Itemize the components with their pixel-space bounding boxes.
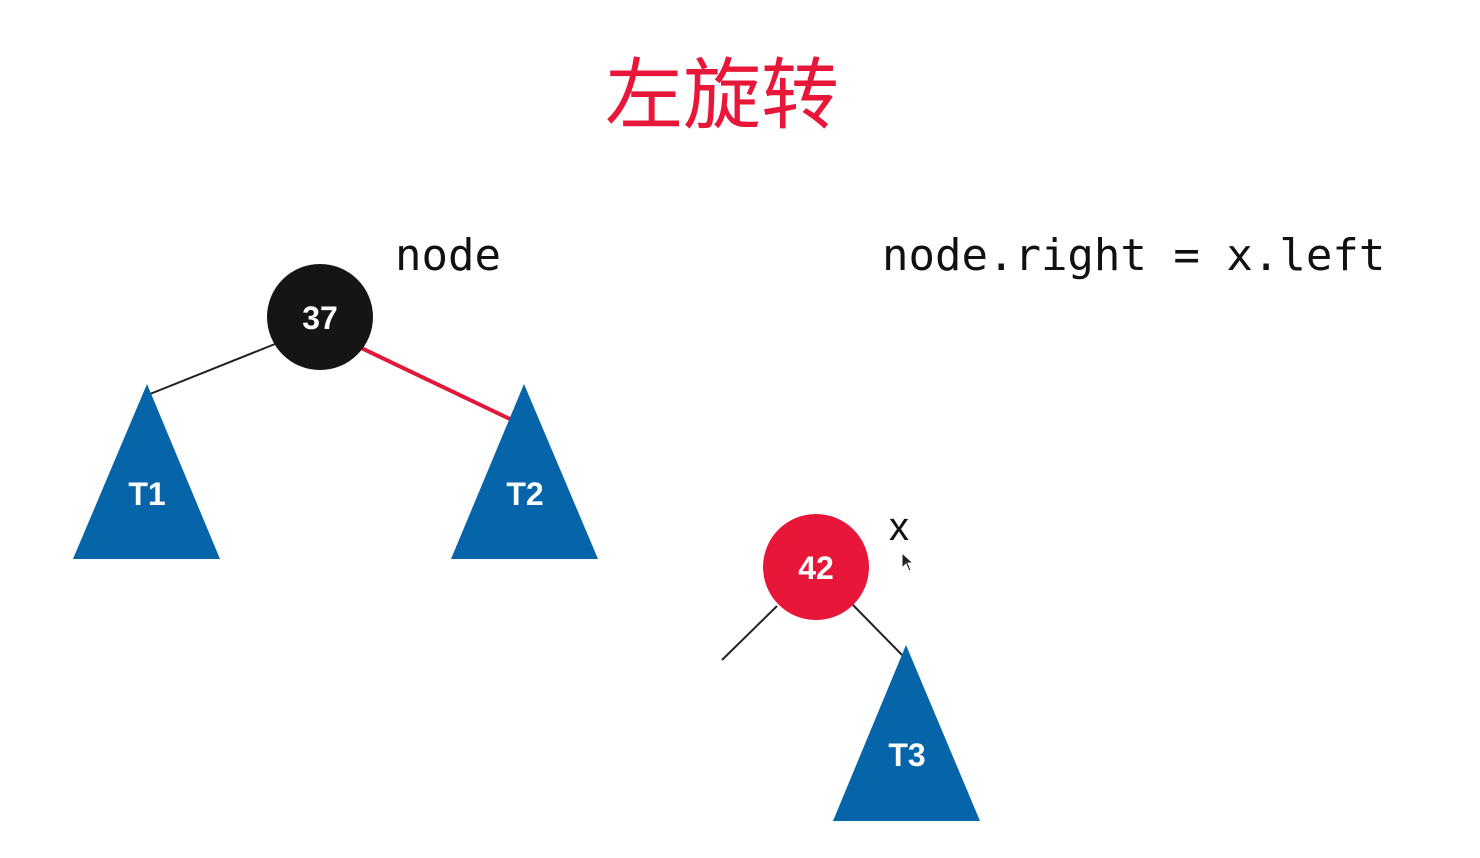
- node-pointer-label: node: [395, 230, 501, 281]
- subtree-t1: [73, 384, 220, 559]
- edge-x-t3: [851, 603, 903, 656]
- node-42-circle: [763, 514, 869, 620]
- subtree-t3: [833, 645, 980, 821]
- node-37-value: 37: [302, 300, 338, 336]
- edge-x-left: [721, 605, 778, 661]
- edge-node-t2: [354, 343, 513, 422]
- x-pointer-label: x: [889, 505, 909, 549]
- diagram-title: 左旋转: [605, 51, 839, 141]
- node-37-circle: [267, 264, 373, 370]
- node-42-value: 42: [798, 550, 834, 586]
- mouse-cursor-icon: [901, 551, 915, 572]
- edge-node-t1: [149, 339, 286, 395]
- code-statement: node.right = x.left: [882, 230, 1385, 281]
- subtree-t2-label: T2: [506, 476, 543, 512]
- subtree-t3-label: T3: [888, 737, 925, 773]
- subtree-t1-label: T1: [128, 476, 165, 512]
- subtree-t2: [451, 384, 598, 559]
